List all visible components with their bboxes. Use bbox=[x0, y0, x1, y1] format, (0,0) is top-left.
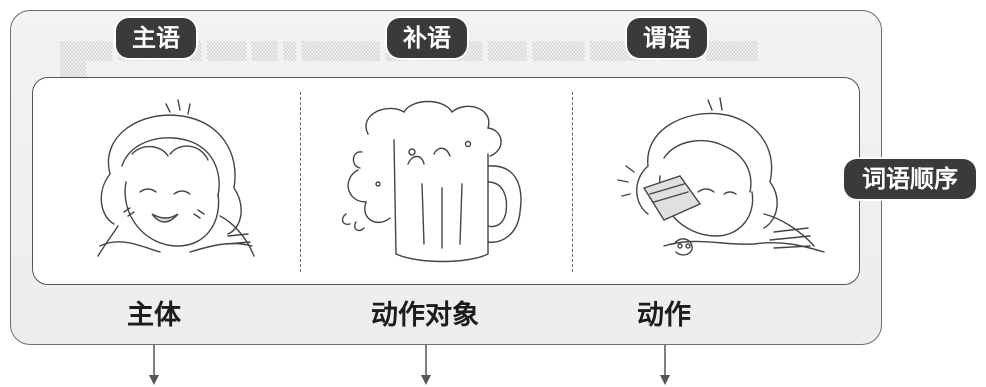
beer-mug-illustration bbox=[341, 100, 522, 263]
caption-object: 动作对象 bbox=[371, 300, 479, 331]
divider-right bbox=[572, 92, 573, 272]
down-arrow-icon bbox=[149, 345, 159, 385]
subject-tag: 主语 bbox=[116, 18, 196, 58]
down-arrow-icon bbox=[660, 345, 670, 385]
girl-drinking-illustration bbox=[617, 97, 825, 256]
complement-tag: 补语 bbox=[387, 18, 467, 58]
down-arrow-icon bbox=[421, 345, 431, 385]
caption-action: 动作 bbox=[637, 300, 691, 331]
word-order-tag: 词语顺序 bbox=[844, 159, 976, 199]
predicate-tag: 谓语 bbox=[627, 18, 707, 58]
caption-subject: 主体 bbox=[127, 300, 181, 331]
divider-left bbox=[300, 92, 301, 272]
girl-smiling-illustration bbox=[97, 99, 255, 257]
